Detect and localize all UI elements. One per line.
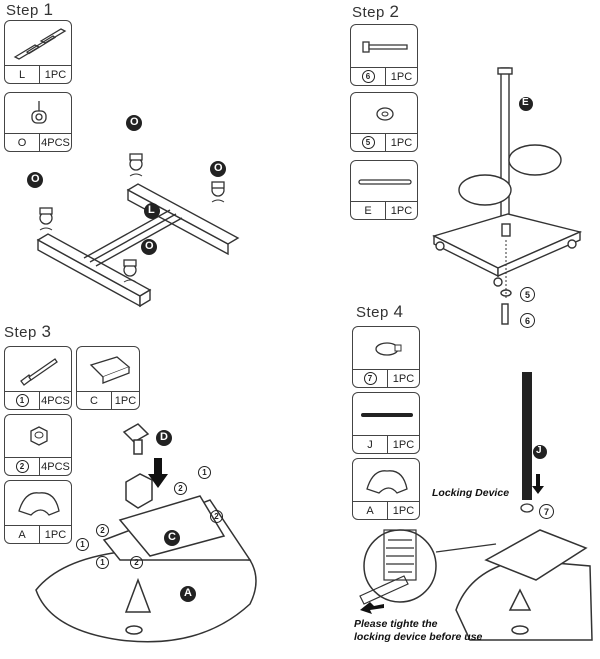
part-card-l: L 1PC xyxy=(4,20,72,84)
callout-5: 5 xyxy=(520,287,535,302)
callout-o: O xyxy=(145,240,154,252)
part-card-a: A 1PC xyxy=(4,480,72,544)
callout-2: 2 xyxy=(174,482,187,495)
callout-a: A xyxy=(184,587,192,599)
part-code: L xyxy=(5,66,40,83)
screw-icon xyxy=(20,358,58,386)
clamp-a-icon xyxy=(18,492,60,516)
part-qty: 1PC xyxy=(392,438,415,451)
callout-6: 6 xyxy=(520,313,535,328)
part-qty: 4PCS xyxy=(41,394,70,407)
callout-l: L xyxy=(148,204,155,216)
callout-o: O xyxy=(130,116,139,128)
part-card-e: E 1PC xyxy=(350,160,418,220)
frame-l-icon xyxy=(13,28,67,60)
part-code: 6 xyxy=(361,70,375,83)
part-card-7: 7 1PC xyxy=(352,326,420,388)
bracket-c-icon xyxy=(89,356,131,384)
nut-icon xyxy=(30,426,48,446)
collar-icon xyxy=(375,342,402,356)
part-code: A xyxy=(353,502,388,519)
callout-1: 1 xyxy=(76,538,89,551)
step-3-title: Step 3 xyxy=(4,322,52,341)
part-card-6: 6 1PC xyxy=(350,24,418,86)
callout-c: C xyxy=(168,531,176,543)
step-4-title: Step 4 xyxy=(356,302,404,321)
callout-d: D xyxy=(160,431,168,443)
callout-2: 2 xyxy=(96,524,109,537)
clamp-a-icon xyxy=(366,470,408,494)
tighten-note-line1: Please tighte the xyxy=(354,618,438,630)
bolt-icon xyxy=(362,41,408,53)
part-card-1: 1 4PCS xyxy=(4,346,72,410)
part-card-a: A 1PC xyxy=(352,458,420,520)
part-qty: 1PC xyxy=(390,136,413,149)
callout-1: 1 xyxy=(198,466,211,479)
callout-7: 7 xyxy=(539,504,554,519)
part-card-5: 5 1PC xyxy=(350,92,418,152)
callout-o: O xyxy=(31,173,40,185)
part-card-2: 2 4PCS xyxy=(4,414,72,476)
part-qty: 1PC xyxy=(114,394,137,407)
callout-2: 2 xyxy=(210,510,223,523)
pole-j-icon xyxy=(361,413,413,417)
part-qty: 4PCS xyxy=(41,136,70,149)
part-code: 5 xyxy=(361,136,375,149)
step-1-title: Step 1 xyxy=(6,0,54,19)
part-code: E xyxy=(351,202,386,219)
callout-j: J xyxy=(536,445,542,456)
callout-o: O xyxy=(214,162,223,174)
step-2-title: Step 2 xyxy=(352,2,400,21)
part-code: C xyxy=(77,392,112,409)
callout-1: 1 xyxy=(96,556,109,569)
part-code: 7 xyxy=(363,372,377,385)
part-qty: 1PC xyxy=(44,528,67,541)
part-code: 1 xyxy=(15,394,29,407)
callout-e: E xyxy=(522,97,529,108)
part-code: A xyxy=(5,526,40,543)
part-code: O xyxy=(5,134,40,151)
caster-o-icon xyxy=(31,101,47,124)
pole-e-icon xyxy=(358,179,412,185)
part-qty: 1PC xyxy=(44,68,67,81)
part-code: J xyxy=(353,436,388,453)
part-qty: 1PC xyxy=(390,204,413,217)
part-qty: 1PC xyxy=(392,372,415,385)
washer-icon xyxy=(376,107,394,121)
part-card-j: J 1PC xyxy=(352,392,420,454)
part-qty: 1PC xyxy=(392,504,415,517)
locking-device-label: Locking Device xyxy=(432,487,510,499)
callout-2: 2 xyxy=(130,556,143,569)
tighten-note-line2: locking device before use xyxy=(354,631,483,643)
part-qty: 4PCS xyxy=(41,460,70,473)
part-code: 2 xyxy=(15,460,29,473)
part-qty: 1PC xyxy=(390,70,413,83)
